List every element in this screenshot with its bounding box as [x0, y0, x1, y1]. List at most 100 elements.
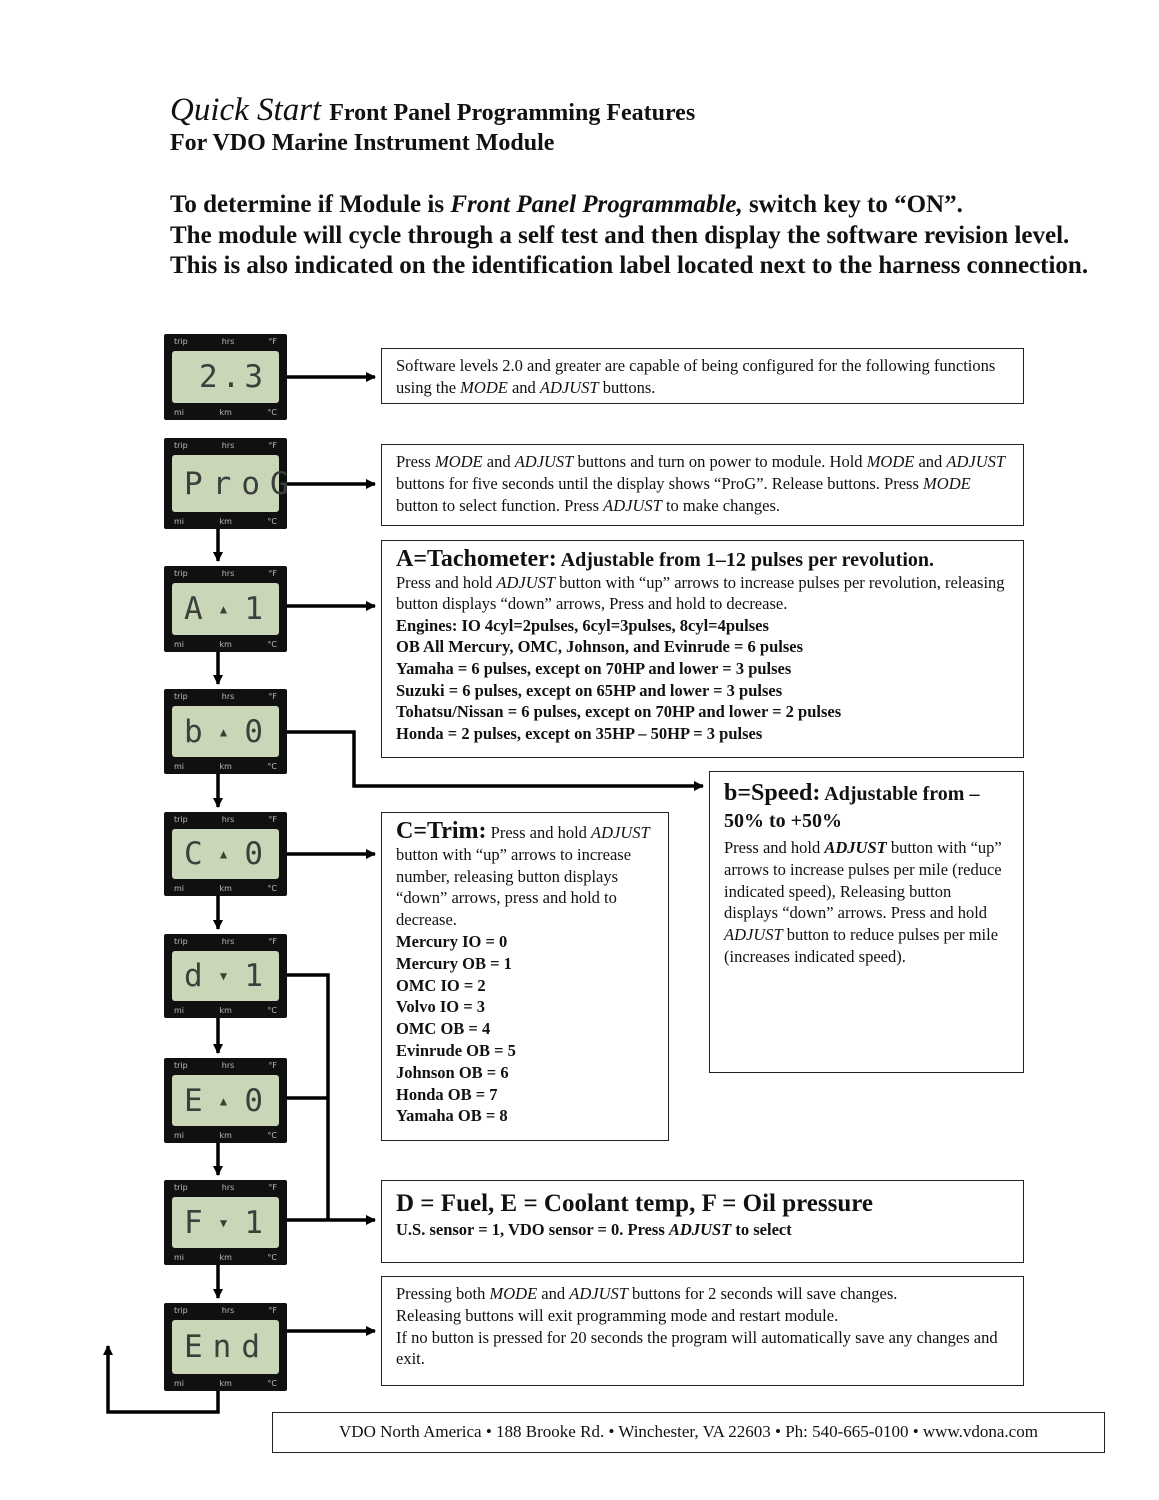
heading-text: Adjustable from –50% to +50%	[724, 783, 980, 832]
lcd-label: km	[219, 1253, 232, 1262]
lcd-label: °C	[267, 1253, 277, 1262]
up-arrow-icon: ▲	[219, 1093, 232, 1108]
lcd-label: hrs	[221, 1306, 235, 1315]
box-text: and	[507, 377, 540, 397]
lcd-label: hrs	[221, 337, 235, 346]
lcd-label: °C	[267, 1006, 277, 1015]
lcd-label: hrs	[221, 937, 235, 946]
lcd-label: °F	[268, 815, 277, 824]
lcd-label: trip	[174, 1306, 188, 1315]
lcd-screen: b▲0	[172, 706, 279, 757]
end-line-3: If no button is pressed for 20 seconds t…	[396, 1327, 998, 1369]
box-text: and	[537, 1284, 570, 1303]
lcd-digit: b	[184, 713, 207, 750]
mode-term: MODE	[460, 377, 508, 397]
heading-text: C=Trim:	[396, 818, 487, 844]
intro-paragraph: To determine if Module is Front Panel Pr…	[170, 190, 1110, 282]
lcd-label: mi	[174, 517, 185, 526]
lcd-label: mi	[174, 1379, 185, 1388]
lcd-label: mi	[174, 408, 185, 417]
lcd-label: hrs	[221, 692, 235, 701]
trim-value-line: Mercury OB = 1	[396, 953, 512, 973]
box-text: Press	[396, 452, 435, 471]
lcd-screen: End	[172, 1320, 279, 1374]
footer-contact: VDO North America • 188 Brooke Rd. • Win…	[272, 1412, 1105, 1453]
lcd-label: km	[219, 1006, 232, 1015]
lcd-label: trip	[174, 337, 188, 346]
box-text: Press and hold	[486, 823, 592, 842]
adjust-term: ADJUST	[946, 452, 1006, 471]
lcd-label: °C	[267, 408, 277, 417]
lcd-label: trip	[174, 441, 188, 450]
lcd-screen: F▼1	[172, 1197, 279, 1248]
adjust-term: ADJUST	[603, 495, 662, 515]
tachometer-heading: A=Tachometer: Adjustable from 1–12 pulse…	[396, 547, 1009, 572]
box-text: to select	[731, 1220, 792, 1239]
mode-term: MODE	[489, 1284, 538, 1303]
lcd-label: trip	[174, 937, 188, 946]
box-text: U.S. sensor = 1, VDO sensor = 0. Press	[396, 1220, 669, 1239]
lcd-label: trip	[174, 1183, 188, 1192]
lcd-digit: 1	[244, 958, 267, 994]
lcd-screen: 2.3	[172, 351, 279, 403]
lcd-label: °C	[267, 884, 277, 893]
lcd-label: trip	[174, 1061, 188, 1070]
lcd-screen: C▲0	[172, 829, 279, 879]
down-arrow-icon: ▼	[219, 969, 232, 983]
tachometer-box: A=Tachometer: Adjustable from 1–12 pulse…	[381, 540, 1024, 758]
trim-value-line: Honda OB = 7	[396, 1084, 498, 1104]
lcd-label: mi	[174, 1006, 185, 1015]
intro-text-a: To determine if Module is	[170, 191, 451, 218]
mode-term: MODE	[434, 452, 483, 471]
lcd-label: °C	[267, 640, 277, 649]
lcd-label: °F	[268, 569, 277, 578]
program-mode-box: Press MODE and ADJUST buttons and turn o…	[381, 444, 1024, 526]
trim-value-line: Yamaha OB = 8	[396, 1106, 508, 1126]
lcd-label: °C	[267, 1131, 277, 1140]
lcd-digit: E	[184, 1082, 207, 1119]
lcd-digit: 0	[244, 713, 267, 750]
up-arrow-icon: ▲	[219, 847, 232, 861]
lcd-label: hrs	[221, 569, 235, 578]
trim-value-line: OMC OB = 4	[396, 1019, 491, 1039]
software-level-box: Software levels 2.0 and greater are capa…	[381, 348, 1024, 404]
adjust-term: ADJUST	[514, 452, 574, 471]
engine-pulse-line: Suzuki = 6 pulses, except on 65HP and lo…	[396, 680, 783, 700]
sensor-heading: D = Fuel, E = Coolant temp, F = Oil pres…	[396, 1190, 873, 1217]
engine-pulse-line: Tohatsu/Nissan = 6 pulses, except on 70H…	[396, 702, 842, 722]
lcd-label: °F	[268, 937, 277, 946]
lcd-label: km	[219, 408, 232, 417]
box-text: and	[482, 452, 515, 471]
end-box: Pressing both MODE and ADJUST buttons fo…	[381, 1276, 1024, 1386]
box-text: buttons and turn on power to module. Hol…	[573, 452, 867, 471]
box-text: buttons for five seconds until the displ…	[396, 473, 924, 493]
speed-box: b=Speed: Adjustable from –50% to +50% Pr…	[709, 771, 1024, 1073]
box-text: button with “up” arrows to increase puls…	[396, 572, 1005, 614]
lcd-digit: A	[184, 591, 207, 627]
lcd-label: trip	[174, 815, 188, 824]
speed-heading: b=Speed: Adjustable from –50% to +50%	[724, 780, 1009, 835]
lcd-digit: 0	[244, 836, 267, 872]
box-text: Press and hold	[724, 838, 825, 857]
lcd-digit: 0	[244, 1082, 267, 1119]
sensor-box: D = Fuel, E = Coolant temp, F = Oil pres…	[381, 1180, 1024, 1263]
lcd-digit: 1	[244, 1204, 267, 1241]
lcd-label: trip	[174, 692, 188, 701]
down-arrow-icon: ▼	[219, 1215, 232, 1230]
trim-value-line: Mercury IO = 0	[396, 931, 508, 951]
trim-value-line: Evinrude OB = 5	[396, 1040, 516, 1060]
box-text: button to select function. Press	[396, 495, 604, 515]
engine-pulse-line: Engines: IO 4cyl=2pulses, 6cyl=3pulses, …	[396, 615, 769, 635]
lcd-label: °F	[268, 1183, 277, 1192]
up-arrow-icon: ▲	[219, 602, 232, 616]
sensor-description: U.S. sensor = 1, VDO sensor = 0. Press A…	[396, 1219, 1009, 1241]
lcd-label: km	[219, 640, 232, 649]
box-text: Pressing both	[396, 1284, 490, 1303]
lcd-label: mi	[174, 1131, 185, 1140]
engine-pulse-line: Honda = 2 pulses, except on 35HP – 50HP …	[396, 723, 763, 743]
